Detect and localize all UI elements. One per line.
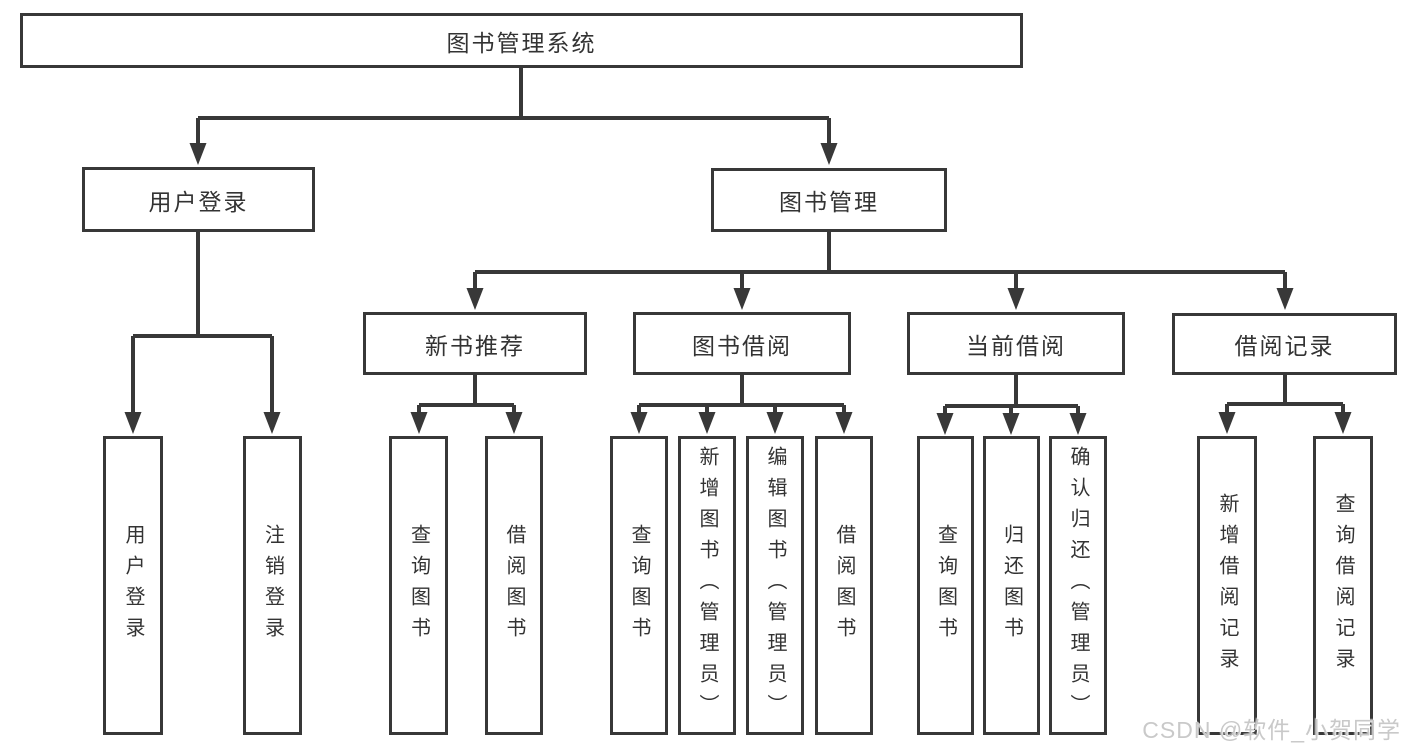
node-user-login: 用户登录	[82, 167, 315, 232]
node-current-borrow: 当前借阅	[907, 312, 1125, 375]
leaf-recommend-query-books: 查询图书	[389, 436, 448, 735]
leaf-user-login-label: 用户登录	[122, 523, 144, 648]
node-borrow-records: 借阅记录	[1172, 313, 1397, 375]
leaf-borrow-query-books-label: 查询图书	[628, 523, 650, 648]
leaf-logout: 注销登录	[243, 436, 302, 735]
leaf-borrow-books: 借阅图书	[815, 436, 873, 735]
leaf-edit-books-admin-label: 编辑图书（管理员）	[764, 446, 786, 725]
leaf-confirm-return-admin: 确认归还（管理员）	[1049, 436, 1107, 735]
leaf-recommend-borrow-books: 借阅图书	[485, 436, 543, 735]
leaf-current-query-books: 查询图书	[917, 436, 974, 735]
leaf-user-login: 用户登录	[103, 436, 163, 735]
leaf-edit-books-admin: 编辑图书（管理员）	[746, 436, 804, 735]
node-book-management: 图书管理	[711, 168, 947, 232]
leaf-recommend-borrow-books-label: 借阅图书	[503, 523, 525, 648]
leaf-add-books-admin-label: 新增图书（管理员）	[696, 446, 718, 725]
csdn-watermark: CSDN @软件_小贺同学	[1142, 717, 1401, 743]
node-borrow-records-label: 借阅记录	[1234, 333, 1335, 359]
node-root: 图书管理系统	[20, 13, 1023, 68]
node-user-login-label: 用户登录	[148, 188, 249, 215]
node-book-management-label: 图书管理	[779, 189, 879, 215]
leaf-query-borrow-record-label: 查询借阅记录	[1332, 492, 1354, 679]
leaf-borrow-books-label: 借阅图书	[833, 523, 855, 648]
node-root-label: 图书管理系统	[446, 29, 597, 56]
leaf-logout-label: 注销登录	[261, 523, 284, 648]
leaf-borrow-query-books: 查询图书	[610, 436, 668, 735]
node-book-borrow-label: 图书借阅	[692, 332, 792, 359]
node-book-borrow: 图书借阅	[633, 312, 851, 375]
leaf-query-borrow-record: 查询借阅记录	[1313, 436, 1373, 735]
leaf-return-books: 归还图书	[983, 436, 1040, 735]
leaf-recommend-query-books-label: 查询图书	[407, 523, 430, 648]
node-new-book-recommend: 新书推荐	[363, 312, 587, 375]
node-current-borrow-label: 当前借阅	[966, 332, 1066, 359]
leaf-add-borrow-record: 新增借阅记录	[1197, 436, 1257, 735]
leaf-confirm-return-admin-label: 确认归还（管理员）	[1067, 446, 1089, 725]
leaf-return-books-label: 归还图书	[1000, 523, 1023, 648]
leaf-current-query-books-label: 查询图书	[934, 523, 957, 648]
leaf-add-books-admin: 新增图书（管理员）	[678, 436, 736, 735]
node-new-book-recommend-label: 新书推荐	[425, 332, 525, 359]
leaf-add-borrow-record-label: 新增借阅记录	[1216, 492, 1238, 679]
